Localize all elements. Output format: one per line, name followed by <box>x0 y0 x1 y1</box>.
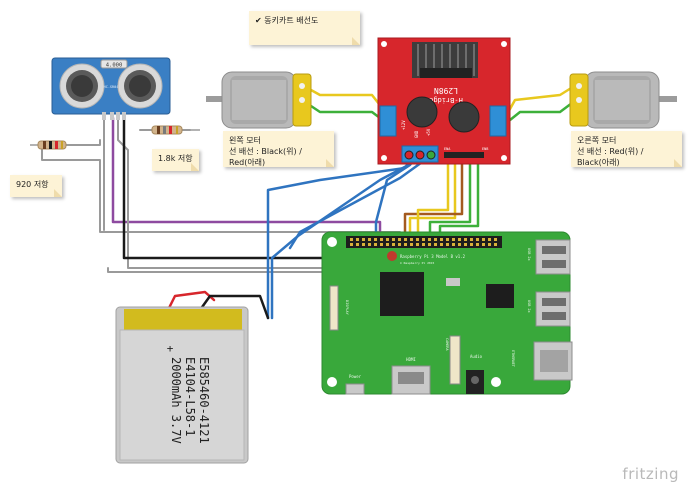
note-right-motor-wiring: 선 배선 : Red(위) / Black(아래) <box>577 147 644 168</box>
driver-pin-enb: ENB <box>482 147 488 151</box>
note-resistor-1-8k-text: 1.8k 저항 <box>158 154 193 163</box>
driver-chip-label: L298N <box>434 86 458 95</box>
resistor-920 <box>30 140 78 150</box>
wire-in1-yellow <box>408 153 457 240</box>
wire-resistor-grey <box>41 144 401 246</box>
ultrasonic-sensor: 4.000 HC-SR04 <box>51 57 171 120</box>
sensor-crystal-label: 4.000 <box>106 63 123 69</box>
note-title-text: ✔ 동키카트 배선도 <box>255 16 319 25</box>
sensor-pin-gnd <box>122 112 126 120</box>
wire-right-motor-green <box>503 98 578 126</box>
battery-line-3: 2000mAh 3.7V <box>169 357 183 444</box>
pi-board-label: Raspberry Pi 3 Model B v1.2 <box>400 254 466 259</box>
note-resistor-920: 920 저항 <box>10 175 62 197</box>
note-left-motor: 왼쪽 모터 선 배선 : Black(위) / Red(아래) <box>223 131 334 167</box>
wire-enb-yellow <box>416 153 450 240</box>
pi-display-label: DISPLAY <box>345 300 349 316</box>
note-fold <box>191 163 199 171</box>
note-title: ✔ 동키카트 배선도 <box>249 11 360 45</box>
note-fold <box>326 159 334 167</box>
pi-hdmi-label: HDMI <box>406 357 416 362</box>
wire-battery-black <box>198 294 270 320</box>
wire-in3-green <box>428 153 472 240</box>
fritzing-watermark: fritzing <box>622 465 679 483</box>
driver-pin-5v: +5V <box>426 128 431 136</box>
raspberry-pi-board: Raspberry Pi 3 Model B v1.2 © Raspberry … <box>321 231 573 395</box>
sensor-pin-echo <box>116 112 120 120</box>
pi-camera-label: CAMERA <box>445 338 449 352</box>
lipo-battery: + E585460-4121 E4104-L58-1 2000mAh 3.7V <box>115 306 249 464</box>
note-fold <box>54 189 62 197</box>
pi-usb-label-2: USB 2x <box>527 300 531 313</box>
note-fold <box>674 159 682 167</box>
wire-left-motor-green <box>300 98 390 126</box>
battery-line-2: E4104-L58-1 <box>183 357 197 436</box>
pi-usb-label-1: USB 2x <box>527 248 531 261</box>
pi-ethernet-label: ETHERNET <box>511 350 515 368</box>
pi-copyright: © Raspberry Pi 2015 <box>400 261 435 265</box>
battery-polarity-plus: + <box>167 342 174 355</box>
wire-sensor-echo-grey <box>117 117 341 269</box>
sensor-model-label: HC-SR04 <box>104 85 119 89</box>
wire-in2-brown <box>403 153 464 240</box>
note-left-motor-name: 왼쪽 모터 <box>229 136 261 145</box>
right-motor <box>569 71 677 129</box>
note-fold <box>352 37 360 45</box>
driver-pin-12v: +12V <box>401 120 406 130</box>
battery-line-1: E585460-4121 <box>197 357 211 444</box>
note-resistor-1-8k: 1.8k 저항 <box>152 149 199 171</box>
pi-power-label: Power <box>349 374 362 379</box>
driver-pin-gnd: GND <box>414 130 419 138</box>
note-right-motor: 오른쪽 모터 선 배선 : Red(위) / Black(아래) <box>571 131 682 167</box>
wire-in4-green <box>438 153 480 240</box>
l298n-motor-driver: L298N H-Bridge +12V GND +5V ENA ENB <box>377 37 511 165</box>
driver-chip-sublabel: H-Bridge <box>429 96 463 104</box>
resistor-1-8k <box>140 125 200 135</box>
driver-pin-ena: ENA <box>444 147 451 151</box>
note-resistor-920-text: 920 저항 <box>16 180 49 189</box>
wire-pi-blue-3 <box>288 158 427 250</box>
left-motor <box>206 71 312 129</box>
note-right-motor-name: 오른쪽 모터 <box>577 136 617 145</box>
note-left-motor-wiring: 선 배선 : Black(위) / Red(아래) <box>229 147 302 168</box>
sensor-pin-vcc <box>102 112 106 120</box>
sensor-pin-trig <box>110 112 114 120</box>
pi-audio-label: Audio <box>470 354 483 359</box>
